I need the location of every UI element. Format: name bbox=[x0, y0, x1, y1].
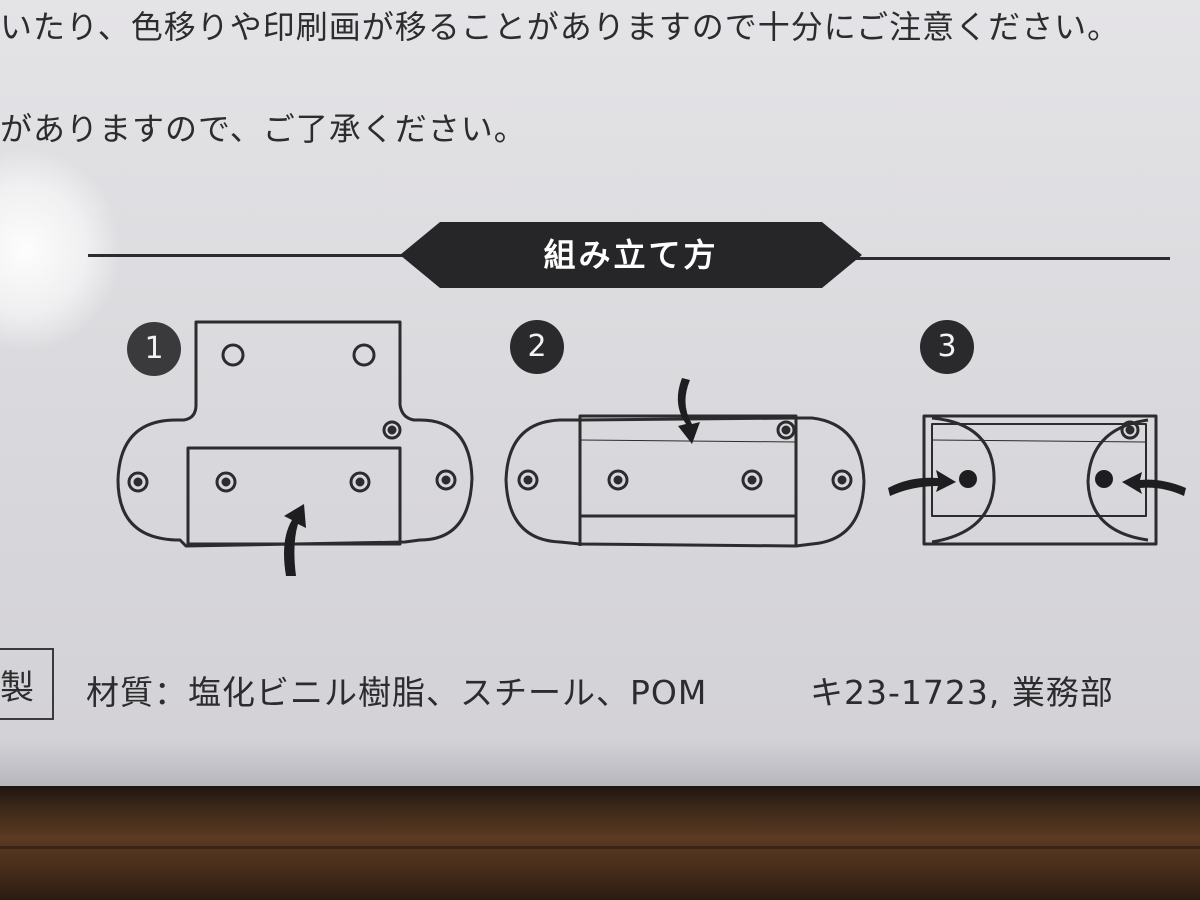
step-2-badge: 2 bbox=[510, 320, 564, 374]
product-code-text: キ23-1723, 業務部 bbox=[810, 673, 1114, 712]
step-3-case bbox=[922, 414, 1158, 546]
instruction-sheet bbox=[0, 0, 1200, 790]
assembly-diagrams bbox=[116, 320, 1186, 576]
step-3-left-arrow bbox=[888, 470, 956, 496]
title-rule-right bbox=[846, 257, 1170, 260]
wooden-surface bbox=[0, 786, 1200, 900]
notice-line-1: いたり、色移りや印刷画が移ることがありますので十分にご注意ください。 bbox=[0, 8, 1121, 46]
step-3-left-flap bbox=[931, 416, 996, 544]
notice-line-2: がありますので、ご了承ください。 bbox=[0, 110, 527, 148]
step-3-right-flap bbox=[1086, 418, 1149, 542]
step-2-outline bbox=[504, 416, 866, 548]
step-3-badge: 3 bbox=[920, 320, 974, 374]
title-banner bbox=[400, 222, 862, 288]
material-text: 材質：塩化ビニル樹脂、スチール、POM bbox=[86, 673, 708, 712]
step-2-fold-arrow bbox=[677, 378, 700, 444]
origin-box-char: 製 bbox=[0, 668, 34, 708]
origin-box: 製 bbox=[0, 648, 54, 720]
step-1-fold-arrow bbox=[284, 504, 306, 576]
step-3-right-arrow bbox=[1122, 472, 1186, 496]
assembly-title: 組み立て方 bbox=[543, 236, 719, 274]
step-1-badge: 1 bbox=[127, 322, 181, 376]
title-rule-left bbox=[88, 254, 418, 257]
